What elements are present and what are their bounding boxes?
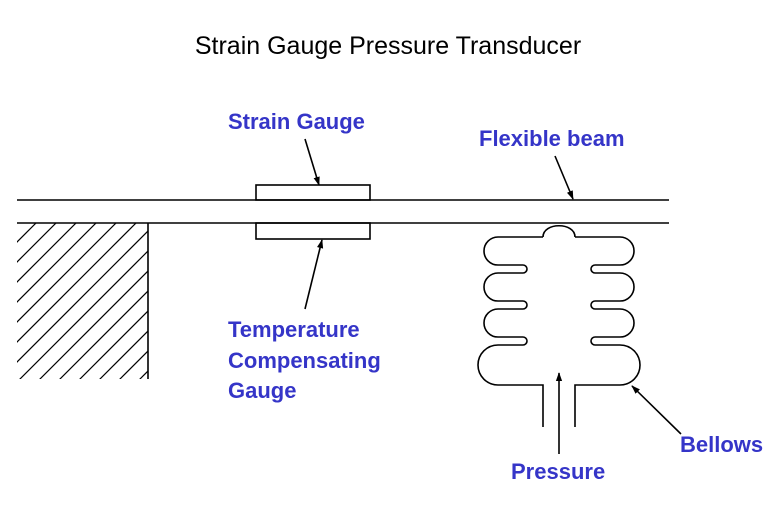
temperature-gauge-label-line1: Temperature xyxy=(228,317,360,342)
bellows-arrow xyxy=(631,385,682,435)
flexible-beam xyxy=(17,199,669,224)
fixed-support xyxy=(17,223,149,379)
temperature-gauge-arrow xyxy=(304,239,324,310)
diagram-title: Strain Gauge Pressure Transducer xyxy=(195,32,581,60)
labels: Strain Gauge Flexible beam Temperature C… xyxy=(228,109,763,484)
temperature-gauge-label-line3: Gauge xyxy=(228,378,296,403)
wall-hatching xyxy=(17,223,148,379)
flexible-beam-label: Flexible beam xyxy=(479,126,625,151)
bellows xyxy=(477,224,641,427)
pressure-label: Pressure xyxy=(511,459,605,484)
temperature-gauge-label-line2: Compensating xyxy=(228,348,381,373)
bellows-outline xyxy=(477,236,641,427)
strain-gauge-arrow xyxy=(304,138,320,186)
leader-arrows xyxy=(304,138,682,454)
strain-gauge xyxy=(255,184,371,201)
temperature-compensating-gauge xyxy=(255,222,371,240)
strain-gauge-label: Strain Gauge xyxy=(228,109,365,134)
bellows-label: Bellows xyxy=(680,432,763,457)
bellows-contact-bump xyxy=(542,224,576,238)
flexible-beam-arrow xyxy=(554,155,574,200)
